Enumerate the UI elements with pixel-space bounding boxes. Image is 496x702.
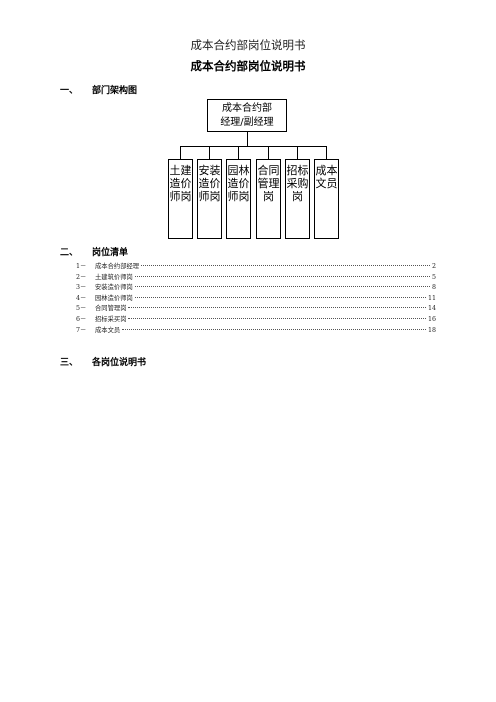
toc-label: 园林造价师岗	[95, 294, 133, 302]
toc-number: 6－	[76, 315, 87, 323]
toc-number: 5－	[76, 305, 87, 313]
position-list: 1－ 成本合约部经理 2 2－ 土建筑价师岗 5 3－ 安装造价师岗 8 4－ …	[76, 261, 436, 335]
toc-number: 4－	[76, 294, 87, 302]
page-title: 成本合约部岗位说明书	[190, 38, 306, 52]
toc-leader	[134, 286, 430, 288]
org-root-subtitle: 经理/副经理	[220, 117, 274, 128]
org-connector-vertical	[247, 132, 248, 146]
section-number: 三、	[60, 358, 79, 368]
toc-entry[interactable]: 2－ 土建筑价师岗 5	[76, 272, 436, 283]
toc-number: 1－	[76, 263, 87, 270]
org-connector-drop	[238, 146, 239, 159]
toc-page: 2	[431, 263, 436, 270]
toc-page: 14	[427, 305, 436, 313]
section-title: 各岗位说明书	[92, 358, 147, 368]
toc-leader	[134, 296, 426, 298]
org-box-landscape-cost: 园林造价师岗	[226, 159, 251, 239]
org-connector-drop	[180, 146, 181, 159]
org-root-box: 成本合约部 经理/副经理	[207, 99, 287, 132]
org-connector-drop	[209, 146, 210, 159]
toc-label: 合同管理岗	[95, 305, 127, 313]
toc-leader	[134, 275, 430, 277]
section-heading-position-descriptions: 三、 各岗位说明书	[60, 355, 146, 368]
toc-label: 成本合约部经理	[95, 263, 140, 270]
toc-label: 成本文员	[95, 326, 121, 334]
document-subtitle: 成本合约部岗位说明书	[190, 59, 306, 73]
org-box-civil-cost: 土建造价师岗	[168, 159, 193, 239]
toc-entry[interactable]: 3－ 安装造价师岗 8	[76, 282, 436, 293]
toc-leader	[141, 265, 430, 266]
toc-page: 16	[427, 315, 436, 323]
toc-entry[interactable]: 1－ 成本合约部经理 2	[76, 261, 436, 272]
org-box-contract-management: 合同管理岗	[256, 159, 281, 239]
org-connector-drop	[326, 146, 327, 159]
toc-entry[interactable]: 6－ 招标采买岗 16	[76, 314, 436, 325]
toc-page: 5	[431, 273, 436, 281]
toc-number: 3－	[76, 284, 87, 292]
section-heading-org-chart: 一、 部门架构图	[60, 83, 137, 96]
toc-leader	[128, 307, 426, 309]
toc-page: 11	[427, 294, 436, 302]
org-connector-drop	[297, 146, 298, 159]
toc-entry[interactable]: 7－ 成本文员 18	[76, 325, 436, 336]
org-box-installation-cost: 安装造价师岗	[197, 159, 222, 239]
toc-leader	[122, 328, 426, 330]
section-heading-position-list: 二、 岗位清单	[60, 245, 128, 258]
toc-page: 18	[427, 326, 436, 334]
toc-leader	[128, 317, 426, 319]
toc-page: 8	[431, 284, 436, 292]
org-connector-horizontal	[180, 146, 327, 147]
section-title: 部门架构图	[92, 86, 138, 96]
section-number: 二、	[60, 248, 79, 258]
section-title: 岗位清单	[92, 248, 129, 258]
toc-label: 土建筑价师岗	[95, 273, 133, 281]
org-root-title: 成本合约部	[222, 103, 272, 114]
org-box-tender-procurement: 招标采购岗	[285, 159, 310, 239]
toc-number: 7－	[76, 326, 87, 334]
toc-number: 2－	[76, 273, 87, 281]
toc-label: 安装造价师岗	[95, 284, 133, 292]
toc-entry[interactable]: 4－ 园林造价师岗 11	[76, 293, 436, 304]
toc-label: 招标采买岗	[95, 315, 127, 323]
section-number: 一、	[60, 86, 79, 96]
org-box-cost-clerk: 成本文员	[314, 159, 339, 239]
toc-entry[interactable]: 5－ 合同管理岗 14	[76, 303, 436, 314]
org-connector-drop	[268, 146, 269, 159]
